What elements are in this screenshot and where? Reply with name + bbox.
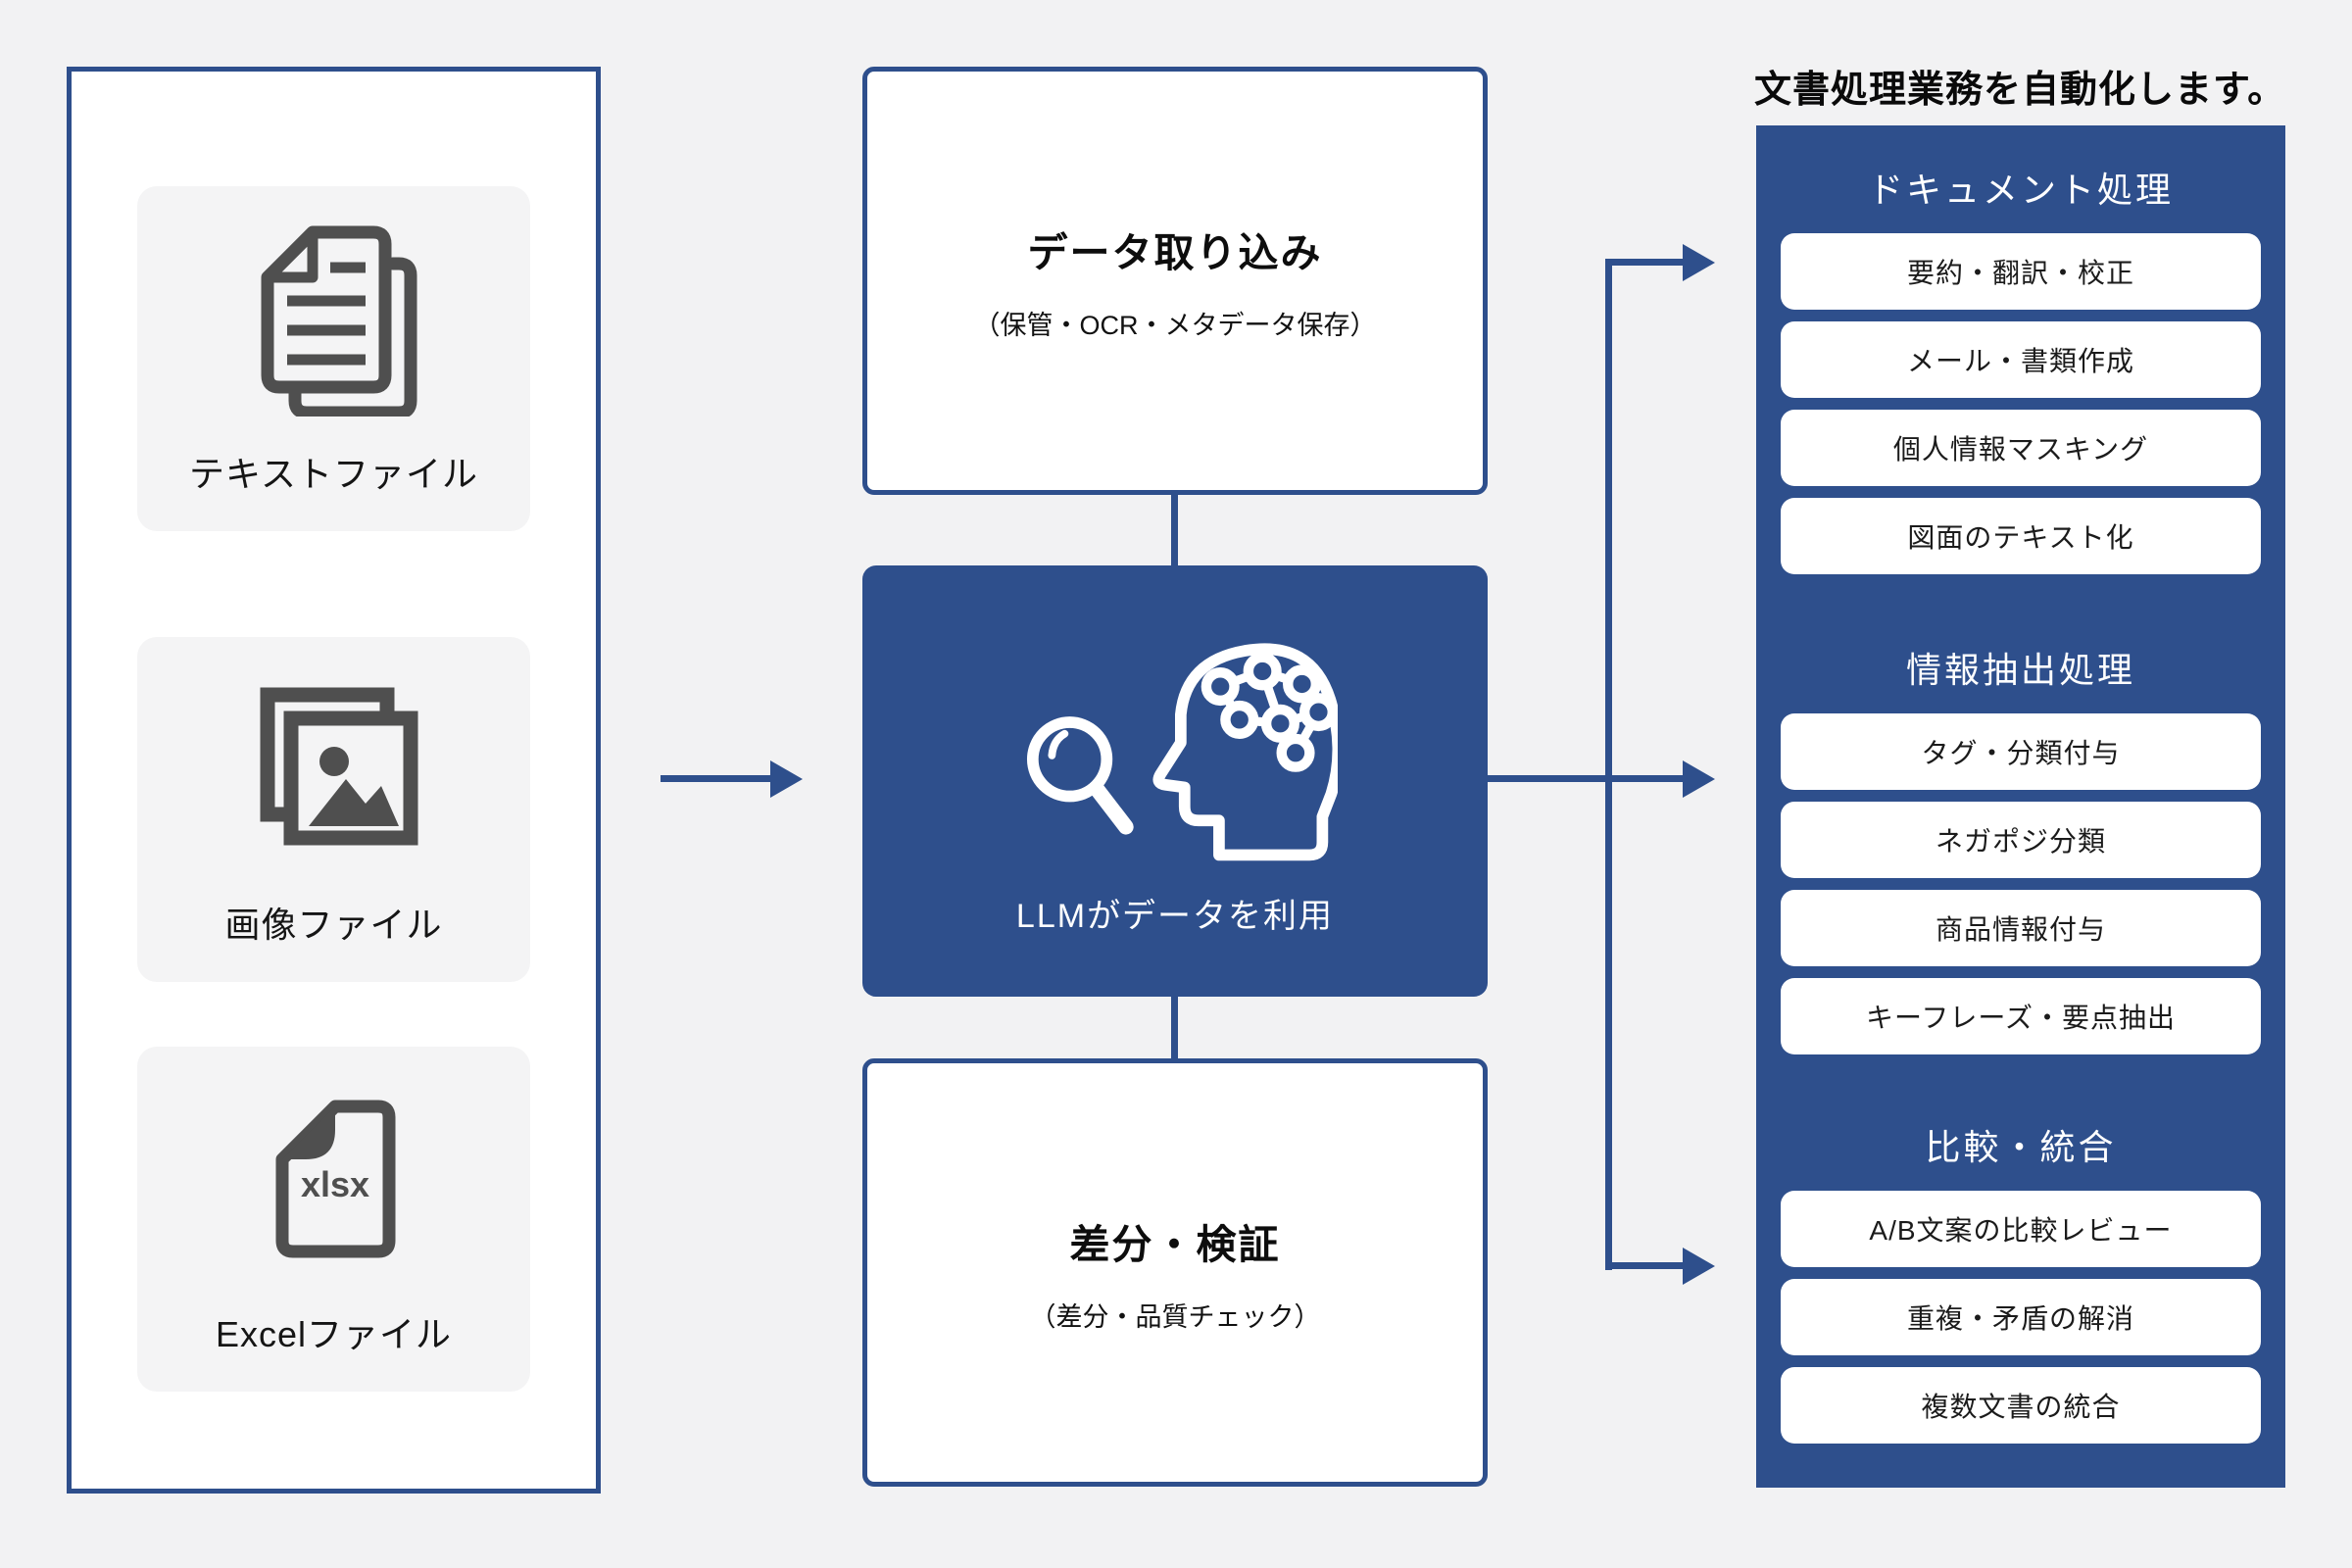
section-compare-merge: 比較・統合 A/B文案の比較レビュー 重複・矛盾の解消 複数文書の統合 bbox=[1781, 1120, 2261, 1444]
task-pill: A/B文案の比較レビュー bbox=[1781, 1191, 2261, 1267]
automation-title: 文書処理業務を自動化します。 bbox=[1754, 70, 2286, 111]
arrowhead-section-extract bbox=[1683, 760, 1715, 798]
section-heading: 比較・統合 bbox=[1925, 1127, 2117, 1167]
magnifier-brain-head-icon bbox=[1026, 643, 1338, 861]
xlsx-text: xlsx bbox=[300, 1164, 368, 1204]
task-pill: メール・書類作成 bbox=[1781, 321, 2261, 398]
section-information-extraction: 情報抽出処理 タグ・分類付与 ネガポジ分類 商品情報付与 キーフレーズ・要点抽出 bbox=[1781, 643, 2261, 1054]
file-card-label: 画像ファイル bbox=[224, 905, 443, 945]
arrow-input-to-llm bbox=[661, 775, 772, 782]
brain-nodes bbox=[1200, 652, 1338, 772]
section-document-processing: ドキュメント処理 要約・翻訳・校正 メール・書類作成 個人情報マスキング 図面の… bbox=[1781, 163, 2261, 574]
xlsx-file-icon: xlsx bbox=[275, 1100, 395, 1258]
task-pill: キーフレーズ・要点抽出 bbox=[1781, 978, 2261, 1054]
magnifier-handle bbox=[1089, 780, 1134, 835]
arrow-llm-to-section-extract bbox=[1488, 775, 1688, 782]
page-fold bbox=[267, 232, 318, 283]
copy-documents-icon bbox=[261, 225, 416, 416]
section-heading: 情報抽出処理 bbox=[1905, 650, 2135, 690]
file-card-label: Excelファイル bbox=[215, 1314, 453, 1354]
mountains bbox=[308, 779, 399, 826]
back-page bbox=[288, 257, 416, 416]
input-files-panel: テキストファイル 画像ファイル xlsx Excelファイル bbox=[67, 67, 601, 1494]
task-pill: 要約・翻訳・校正 bbox=[1781, 233, 2261, 310]
file-card-label: テキストファイル bbox=[189, 454, 478, 494]
task-pill: タグ・分類付与 bbox=[1781, 713, 2261, 790]
ingest-title: データ取り込み bbox=[1027, 230, 1323, 275]
arrow-to-section-compare bbox=[1609, 1262, 1688, 1269]
branch-vertical-line bbox=[1605, 259, 1612, 1270]
task-pill: 個人情報マスキング bbox=[1781, 410, 2261, 486]
task-pill: 商品情報付与 bbox=[1781, 890, 2261, 966]
arrow-to-section-documents bbox=[1609, 259, 1688, 266]
sun bbox=[318, 747, 349, 776]
section-heading: ドキュメント処理 bbox=[1867, 170, 2174, 210]
task-pill: ネガポジ分類 bbox=[1781, 802, 2261, 878]
arrowhead-section-compare bbox=[1683, 1248, 1715, 1285]
arrowhead-input-to-llm bbox=[770, 760, 803, 798]
output-panel: ドキュメント処理 要約・翻訳・校正 メール・書類作成 個人情報マスキング 図面の… bbox=[1756, 125, 2285, 1488]
connector-llm-verify bbox=[1171, 995, 1178, 1060]
ingest-box: データ取り込み （保管・OCR・メタデータ保存） bbox=[862, 67, 1488, 495]
task-pill: 図面のテキスト化 bbox=[1781, 498, 2261, 574]
connector-ingest-llm bbox=[1171, 495, 1178, 567]
llm-label: LLMがデータを利用 bbox=[1015, 898, 1335, 935]
magnifier-lens bbox=[1026, 716, 1113, 803]
folded-corner bbox=[281, 1106, 335, 1159]
verify-subtitle: （差分・品質チェック） bbox=[1029, 1302, 1321, 1332]
images-icon bbox=[260, 687, 417, 846]
head-outline bbox=[1152, 643, 1338, 861]
lens-shine bbox=[1048, 729, 1069, 760]
file-card-excel: xlsx Excelファイル bbox=[137, 1047, 530, 1392]
llm-box: LLMがデータを利用 bbox=[862, 565, 1488, 997]
file-card-image: 画像ファイル bbox=[137, 637, 530, 982]
verify-box: 差分・検証 （差分・品質チェック） bbox=[862, 1058, 1488, 1487]
file-card-text: テキストファイル bbox=[137, 186, 530, 531]
verify-title: 差分・検証 bbox=[1069, 1222, 1281, 1267]
ingest-subtitle: （保管・OCR・メタデータ保存） bbox=[973, 311, 1377, 340]
task-pill: 複数文書の統合 bbox=[1781, 1367, 2261, 1444]
arrowhead-section-documents bbox=[1683, 244, 1715, 281]
task-pill: 重複・矛盾の解消 bbox=[1781, 1279, 2261, 1355]
